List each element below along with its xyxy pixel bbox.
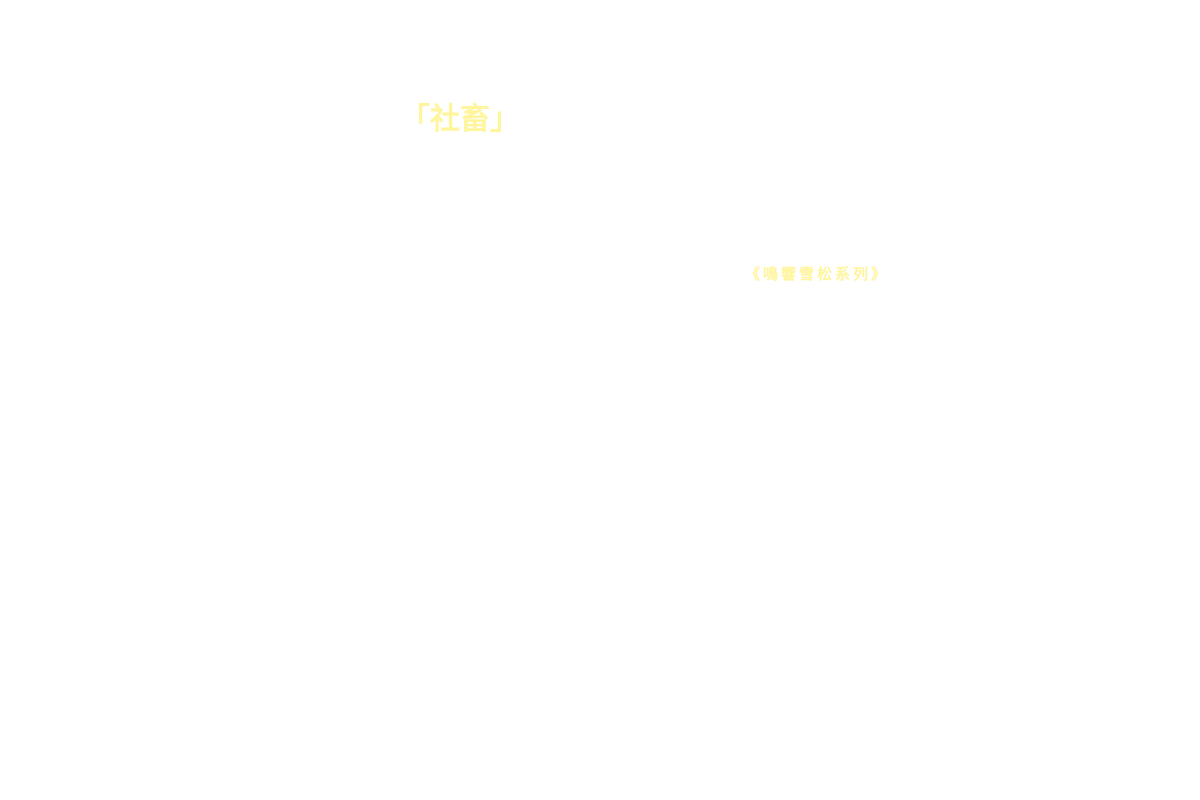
highlighted-term: 「社畜」	[400, 102, 520, 137]
series-title: 《鳴響雪松系列》	[745, 265, 890, 283]
